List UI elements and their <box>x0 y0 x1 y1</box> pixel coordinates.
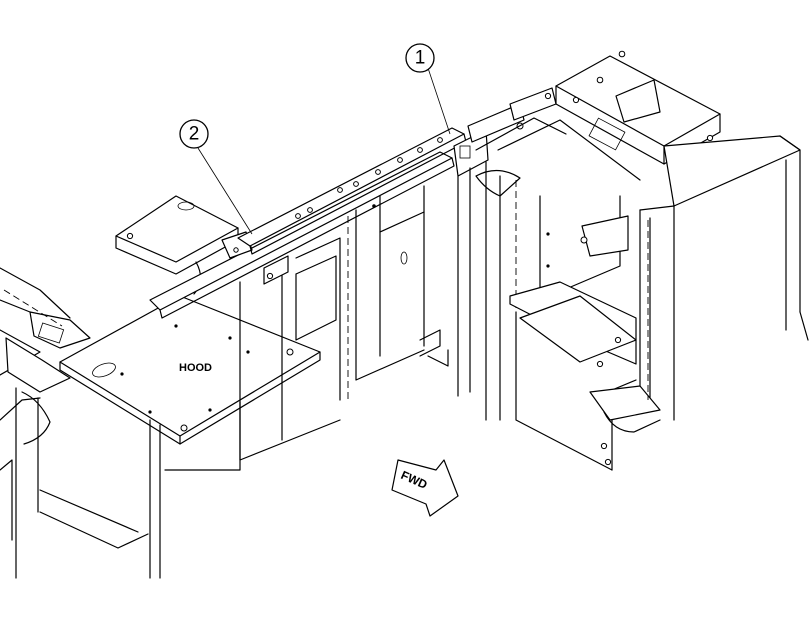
fwd-arrow: FWD <box>391 459 459 517</box>
hood-label: HOOD <box>179 362 212 374</box>
left-frame <box>0 267 149 579</box>
hood-panel <box>59 295 321 579</box>
callout-2: 2 <box>179 119 209 149</box>
right-cabinet <box>475 50 809 471</box>
callout-1: 1 <box>405 43 435 73</box>
callout-2-label: 2 <box>189 124 200 145</box>
center-cabinet <box>239 185 449 461</box>
rail-1 <box>237 127 467 255</box>
rail-2 <box>149 151 455 319</box>
callout-1-label: 1 <box>415 48 426 69</box>
center-bracket <box>453 87 557 421</box>
leader-lines <box>197 67 451 235</box>
